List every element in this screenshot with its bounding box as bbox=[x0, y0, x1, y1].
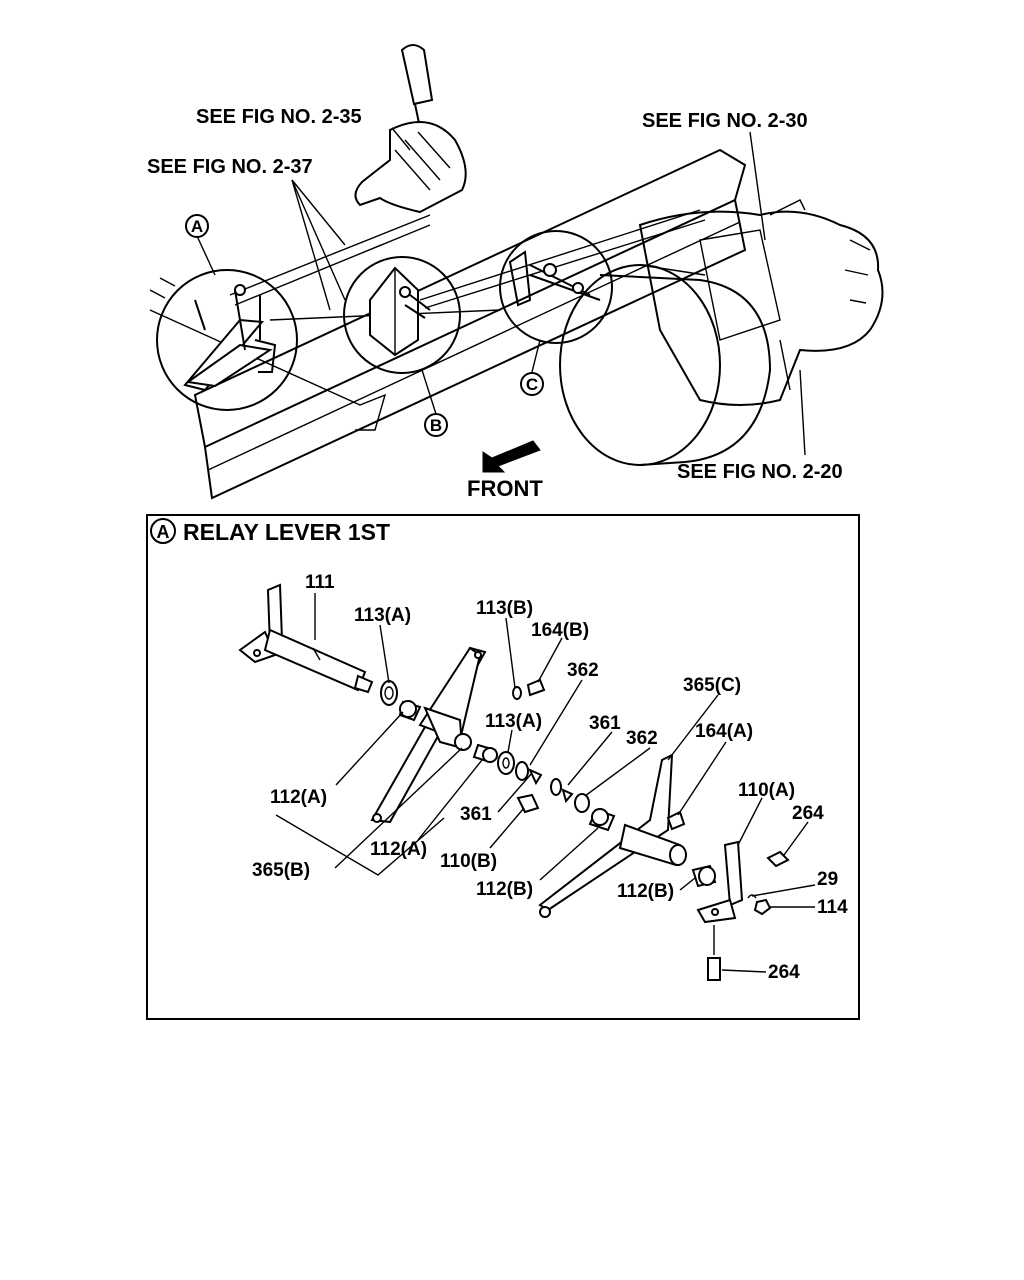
part-164b-grease-nipple bbox=[526, 678, 546, 697]
part-365b-relay-lever bbox=[370, 646, 487, 824]
label-113b: 113(B) bbox=[476, 598, 533, 619]
part-112a-bushing-2 bbox=[472, 743, 498, 764]
overview-leaders bbox=[196, 127, 806, 456]
label-29: 29 bbox=[817, 869, 838, 890]
part-113a-washer-1 bbox=[380, 680, 398, 706]
ref-fig-2-37: SEE FIG NO. 2-37 bbox=[147, 156, 313, 178]
label-112a-1: 112(A) bbox=[270, 787, 327, 808]
callout-c-letter: C bbox=[526, 375, 538, 394]
label-112a-2: 112(A) bbox=[370, 839, 427, 860]
callout-b-letter: B bbox=[430, 416, 442, 435]
label-110b: 110(B) bbox=[440, 851, 497, 872]
ref-fig-2-20: SEE FIG NO. 2-20 bbox=[677, 461, 843, 483]
label-365b: 365(B) bbox=[252, 860, 310, 881]
part-112b-bushing-2 bbox=[691, 864, 717, 888]
label-264-2: 264 bbox=[768, 962, 800, 983]
part-labels: 111 113(A) 113(B) 164(B) 362 365(C) 113(… bbox=[252, 572, 848, 983]
overview-illustration: A B C SEE FIG NO. 2-35 SEE FIG NO. 2-37 … bbox=[147, 44, 884, 501]
callout-a-circle bbox=[185, 214, 209, 238]
detail-title: RELAY LEVER 1ST bbox=[183, 519, 390, 545]
label-361-2: 361 bbox=[460, 804, 492, 825]
part-264-bolt-1 bbox=[766, 850, 790, 868]
part-362-ring-2 bbox=[574, 793, 590, 813]
label-164b: 164(B) bbox=[531, 620, 589, 641]
part-110b-clip bbox=[516, 793, 540, 814]
detail-circle-a bbox=[156, 269, 298, 411]
part-leaders bbox=[275, 593, 816, 973]
label-362-1: 362 bbox=[567, 660, 599, 681]
label-112b-1: 112(B) bbox=[476, 879, 533, 900]
part-264-bolt-2 bbox=[707, 925, 721, 981]
label-164a: 164(A) bbox=[695, 721, 753, 742]
front-label: FRONT bbox=[467, 476, 543, 501]
callout-b-circle bbox=[424, 413, 448, 437]
transmission bbox=[638, 199, 884, 406]
part-111-shaft-bracket bbox=[238, 583, 374, 694]
detail-circle-b bbox=[343, 256, 461, 374]
label-112b-2: 112(B) bbox=[617, 881, 674, 902]
part-29-washer bbox=[747, 894, 757, 899]
part-113a-washer-2 bbox=[497, 751, 515, 775]
detail-box-border bbox=[146, 514, 860, 1020]
label-362-2: 362 bbox=[626, 728, 658, 749]
label-113a-2: 113(A) bbox=[485, 711, 542, 732]
label-365c: 365(C) bbox=[683, 675, 741, 696]
ref-fig-2-30: SEE FIG NO. 2-30 bbox=[642, 110, 808, 132]
label-114: 114 bbox=[817, 897, 848, 918]
label-110a: 110(A) bbox=[738, 780, 795, 801]
label-113a-1: 113(A) bbox=[354, 605, 411, 626]
clutch-housing bbox=[559, 264, 772, 466]
ref-fig-2-35: SEE FIG NO. 2-35 bbox=[196, 106, 362, 128]
detail-circle-c bbox=[499, 230, 613, 344]
detail-marker-circle bbox=[150, 518, 176, 544]
shift-lever bbox=[354, 44, 467, 214]
callout-c-circle bbox=[520, 372, 544, 396]
part-361-key-1 bbox=[527, 767, 543, 786]
callout-a-letter: A bbox=[191, 217, 203, 236]
part-112b-bushing-1 bbox=[588, 808, 616, 832]
label-361-1: 361 bbox=[589, 713, 621, 734]
label-111: 111 bbox=[305, 572, 335, 593]
part-113b-washer bbox=[512, 686, 522, 700]
detail-box-relay-lever: A RELAY LEVER 1ST bbox=[146, 514, 860, 1020]
part-361-key-2 bbox=[550, 778, 574, 804]
front-arrow-icon bbox=[482, 440, 541, 473]
part-164a-grease-nipple bbox=[666, 810, 686, 831]
shift-rods bbox=[229, 209, 706, 321]
part-112a-bushing-1 bbox=[398, 700, 422, 722]
part-362-ring-1 bbox=[515, 761, 529, 781]
part-114-nut bbox=[753, 898, 772, 916]
label-264-1: 264 bbox=[792, 803, 824, 824]
detail-marker-letter: A bbox=[157, 522, 170, 542]
part-110a-bracket bbox=[696, 840, 744, 924]
